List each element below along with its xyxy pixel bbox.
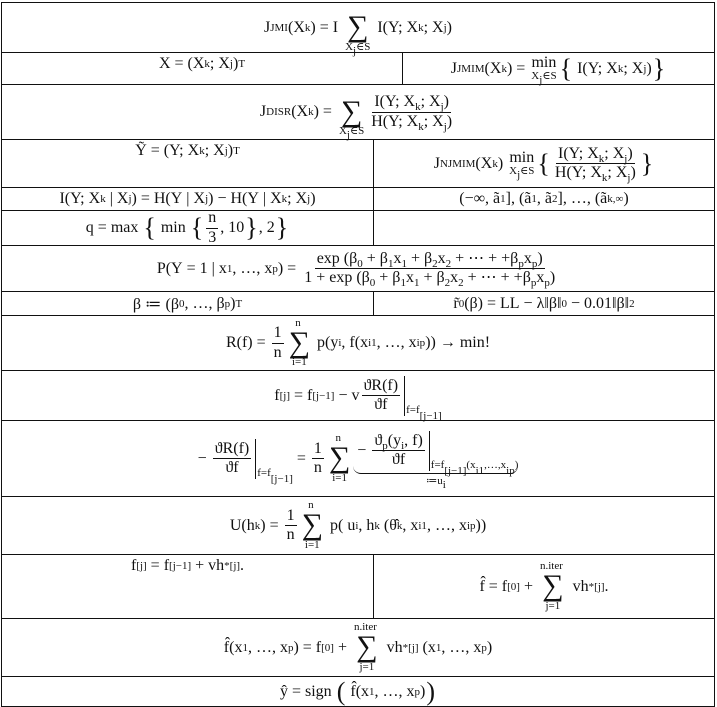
formula-update: f[j] = f[j−1] + vh*[j]. bbox=[130, 557, 245, 574]
summation: n ∑i=1 bbox=[301, 499, 323, 551]
fraction: ϑR(f)ϑf bbox=[212, 439, 252, 476]
summation: ∑Xj∈S bbox=[338, 94, 365, 142]
formula-cell: f̂ = f[0] + n.iter ∑j=1 vh*[j]. bbox=[373, 555, 714, 618]
summation: n.iter ∑j=1 bbox=[539, 560, 566, 612]
summation: n ∑i=1 bbox=[288, 316, 311, 369]
empty-cell bbox=[373, 211, 714, 245]
summation: ∑Xj∈S bbox=[345, 10, 371, 57]
formula-f-hat: f̂ = f[0] + n.iter ∑j=1 vh*[j]. bbox=[479, 560, 609, 612]
formula-cell: f[j] = f[j−1] + vh*[j]. bbox=[2, 555, 373, 618]
formula-r0: r̃0(β) = LL − λ‖β‖0 − 0.01‖β‖2 bbox=[453, 294, 635, 312]
formula-cell: r̃0(β) = LL − λ‖β‖0 − 0.01‖β‖2 bbox=[373, 292, 714, 315]
table-row: f[j] = f[j−1] + vh*[j]. f̂ = f[0] + n.it… bbox=[2, 555, 714, 619]
fraction: I(Y; Xk; Xj)H(Y; Xk; Xj) bbox=[371, 93, 453, 133]
fraction: I(Y; Xk; Xj)H(Y; Xk; Xj) bbox=[554, 144, 636, 184]
summation: n ∑i=1 bbox=[328, 432, 351, 484]
fraction: exp (β0 + β1x1 + β2x2 + ⋯ + +βpxp)1 + ex… bbox=[304, 249, 556, 289]
fraction: ϑR(f)ϑf bbox=[361, 376, 401, 413]
fraction: ϑp(yi, f)ϑf bbox=[372, 431, 425, 468]
summation: n.iter ∑j=1 bbox=[353, 621, 380, 673]
